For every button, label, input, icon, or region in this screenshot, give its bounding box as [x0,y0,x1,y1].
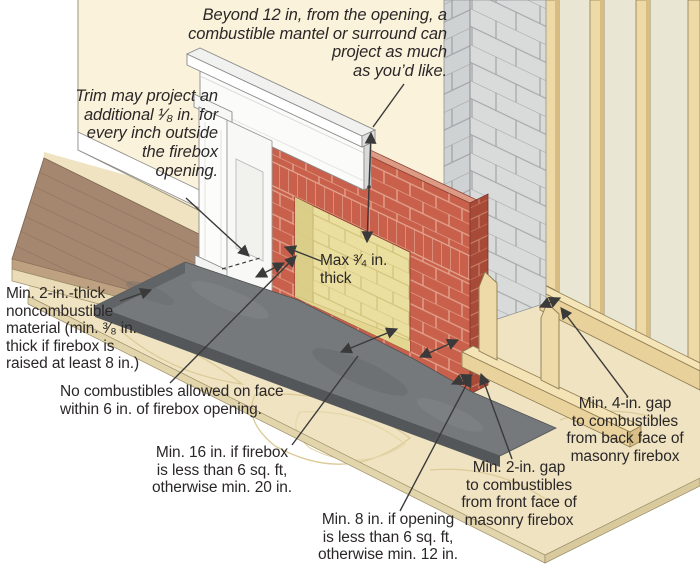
leader-max-thickness [283,245,322,262]
leader-mantel-projection [372,83,405,128]
leader-min-8 [399,374,472,512]
leader-trim [185,197,250,257]
mantel-surround [185,47,377,305]
leader-no-combustibles [169,255,297,384]
dimension-arrow-2in [450,373,474,386]
label-no-combustibles: No combustibles allowed on face within 6… [60,383,284,418]
label-trim-projection: Trim may project an additional ¹⁄₈ in. f… [75,87,218,180]
annotation-arrows [119,83,629,512]
dimension-arrow-4in [538,296,562,309]
dimension-arrow-16in [339,327,399,354]
dimension-arrow-trim [254,262,286,278]
firebox-jamb [295,197,313,306]
label-mantel-projection: Beyond 12 in, from the opening, a combus… [188,6,447,80]
soldier-course [249,150,471,281]
leader-min-thickness [119,287,153,302]
label-gap-back: Min. 4-in. gap to combustibles from back… [566,395,684,465]
cutaway-framing [461,271,642,448]
label-gap-front: Min. 2-in. gap to combustibles from fron… [461,459,577,529]
cut-stud [478,271,498,361]
leader-min-16 [291,355,359,446]
label-min-thickness: Min. 2-in.-thick noncombustible material… [6,285,140,372]
label-min-8: Min. 8 in. if opening is less than 6 sq.… [317,511,459,563]
stud-wall [539,0,700,391]
hearth-slab [93,261,557,467]
wall-stud [544,0,700,364]
label-min-16: Min. 16 in. if firebox is less than 6 sq… [151,444,293,496]
dimension-arrow-8in [418,338,460,359]
leader-gap-front [479,372,513,460]
leader-gap-back [560,307,629,398]
label-max-thickness: Max ³⁄₄ in. thick [320,252,388,287]
cut-stud [540,302,560,390]
